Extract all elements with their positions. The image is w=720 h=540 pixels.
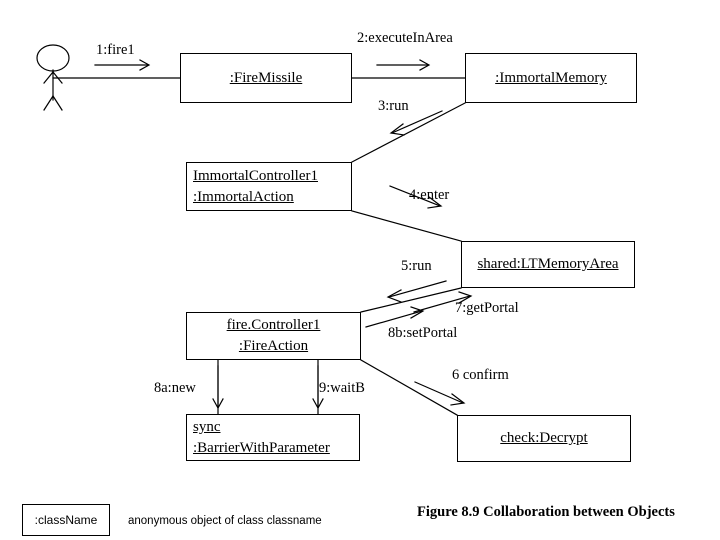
- link-firecontroller-checkdecrypt: [360, 359, 458, 416]
- object-label-immortal-controller-class: :ImmortalAction: [193, 188, 294, 205]
- arrow-3-run: [389, 110, 443, 136]
- message-label-7-getportal: 7:getPortal: [455, 300, 519, 316]
- legend-description: anonymous object of class classname: [128, 515, 322, 527]
- message-label-4-enter: 4:enter: [409, 187, 450, 203]
- message-label-8b-setportal: 8b:setPortal: [388, 325, 458, 341]
- object-immortal-controller[interactable]: ImmortalController1 :ImmortalAction: [186, 162, 352, 211]
- arrow-2-executeinarea: [376, 59, 431, 71]
- figure-caption: Figure 8.9 Collaboration between Objects: [417, 504, 675, 520]
- actor-leg-left: [43, 95, 54, 111]
- message-label-5-run: 5:run: [401, 258, 432, 274]
- object-fire-missile[interactable]: :FireMissile: [180, 53, 352, 103]
- object-label-fire-controller-class: :FireAction: [238, 338, 309, 354]
- object-check-decrypt[interactable]: check:Decrypt: [457, 415, 631, 462]
- actor-leg-right: [52, 95, 63, 111]
- object-sync-barrier[interactable]: sync :BarrierWithParameter: [186, 414, 360, 461]
- object-label-check-decrypt: check:Decrypt: [500, 430, 588, 447]
- arrow-8a-new: [212, 365, 224, 410]
- link-ltmemoryarea-firecontroller: [360, 287, 462, 313]
- link-immortalcontroller-ltmemoryarea: [351, 210, 462, 242]
- legend-class-label: :className: [34, 513, 98, 527]
- message-label-9-waitb: 9:waitB: [319, 380, 365, 396]
- message-label-2-executeinarea: 2:executeInArea: [357, 30, 453, 46]
- arrow-5-run: [386, 280, 447, 303]
- arrow-6-confirm: [414, 381, 466, 406]
- object-label-fire-missile: :FireMissile: [229, 69, 303, 86]
- actor-arm-left: [43, 71, 54, 84]
- object-label-lt-memory-area: shared:LTMemoryArea: [477, 256, 619, 273]
- actor-head: [36, 44, 70, 72]
- arrow-7-getportal: [413, 291, 473, 313]
- object-immortal-memory[interactable]: :ImmortalMemory: [465, 53, 637, 103]
- message-label-1-fire1: 1:fire1: [96, 42, 135, 58]
- message-label-8a-new: 8a:new: [154, 380, 196, 396]
- message-label-6-confirm: 6 confirm: [452, 367, 509, 383]
- object-label-immortal-controller-name: ImmortalController1: [193, 167, 318, 184]
- message-label-3-run: 3:run: [378, 98, 409, 114]
- legend-class-box: :className: [22, 504, 110, 536]
- arrow-1-fire1: [94, 59, 151, 71]
- object-label-fire-controller-name: fire.Controller1: [226, 317, 321, 334]
- object-fire-controller[interactable]: fire.Controller1 :FireAction: [186, 312, 361, 360]
- arrow-4-enter: [389, 185, 443, 209]
- object-label-immortal-memory: :ImmortalMemory: [495, 69, 607, 86]
- arrow-9-waitb: [312, 365, 324, 410]
- object-label-sync-name: sync: [193, 418, 221, 435]
- object-label-sync-class: :BarrierWithParameter: [193, 439, 330, 456]
- arrow-8b-setportal: [365, 306, 425, 328]
- link-immortalmemory-immortalcontroller: [351, 102, 466, 163]
- object-lt-memory-area[interactable]: shared:LTMemoryArea: [461, 241, 635, 288]
